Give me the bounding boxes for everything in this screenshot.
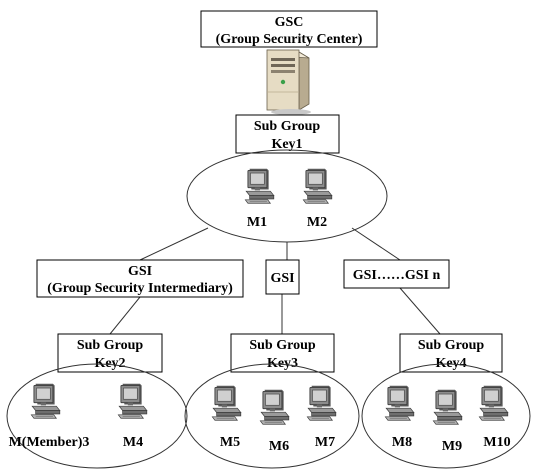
key4-line2: Key4 <box>435 356 466 371</box>
gsi-left-line1: GSI <box>128 264 152 279</box>
key2-line2: Key2 <box>94 356 125 371</box>
member-m7: M7 <box>315 435 335 450</box>
key1-box: Sub Group Key1 <box>235 114 340 154</box>
computer-icon <box>306 385 337 421</box>
server-icon <box>266 49 311 115</box>
gsi-mid-box: GSI <box>265 259 300 295</box>
key4-box: Sub Group Key4 <box>399 333 503 373</box>
gsc-box: GSC (Group Security Center) <box>200 10 378 48</box>
member-m6: M6 <box>269 439 289 454</box>
gsi-left-box: GSI (Group Security Intermediary) <box>36 259 244 298</box>
connector-lines <box>109 227 441 335</box>
member-m5: M5 <box>220 435 240 450</box>
computer-icon <box>478 385 509 421</box>
top-group-ellipse <box>186 149 388 243</box>
computer-icon <box>432 389 463 425</box>
member-m10: M10 <box>483 435 510 450</box>
gsi-right-box: GSI……GSI n <box>343 259 450 289</box>
gsi-right-label: GSI……GSI n <box>353 268 441 283</box>
line-gsi-left-to-key2 <box>109 296 141 335</box>
group2-ellipse <box>6 363 188 469</box>
member-m1: M1 <box>247 215 267 230</box>
key2-box: Sub Group Key2 <box>57 333 163 373</box>
gsc-title: GSC <box>275 15 304 30</box>
member-m2: M2 <box>307 215 327 230</box>
key3-line2: Key3 <box>267 356 298 371</box>
member-m3: M(Member)3 <box>9 435 90 450</box>
key3-line1: Sub Group <box>249 338 315 353</box>
computer-icon <box>244 168 275 204</box>
computer-icon <box>302 168 333 204</box>
member-m4: M4 <box>123 435 143 450</box>
key1-line2: Key1 <box>271 137 302 152</box>
computer-icon <box>384 385 415 421</box>
computer-icon <box>259 389 290 425</box>
line-top-group-to-gsi-right <box>351 227 401 261</box>
key4-line1: Sub Group <box>418 338 484 353</box>
computer-icon <box>30 383 61 419</box>
gsc-subtitle: (Group Security Center) <box>216 32 363 47</box>
computer-icon <box>117 383 148 419</box>
line-top-group-to-gsi-left <box>139 227 209 261</box>
line-gsi-right-to-key4 <box>399 287 441 335</box>
gsi-mid-label: GSI <box>270 271 294 286</box>
group4-ellipse <box>361 363 531 469</box>
member-m9: M9 <box>442 439 462 454</box>
gsi-left-line2: (Group Security Intermediary) <box>47 281 233 296</box>
key2-line1: Sub Group <box>77 338 143 353</box>
key1-line1: Sub Group <box>254 119 320 134</box>
group3-ellipse <box>184 363 360 469</box>
member-m8: M8 <box>392 435 412 450</box>
computer-icon <box>211 385 242 421</box>
